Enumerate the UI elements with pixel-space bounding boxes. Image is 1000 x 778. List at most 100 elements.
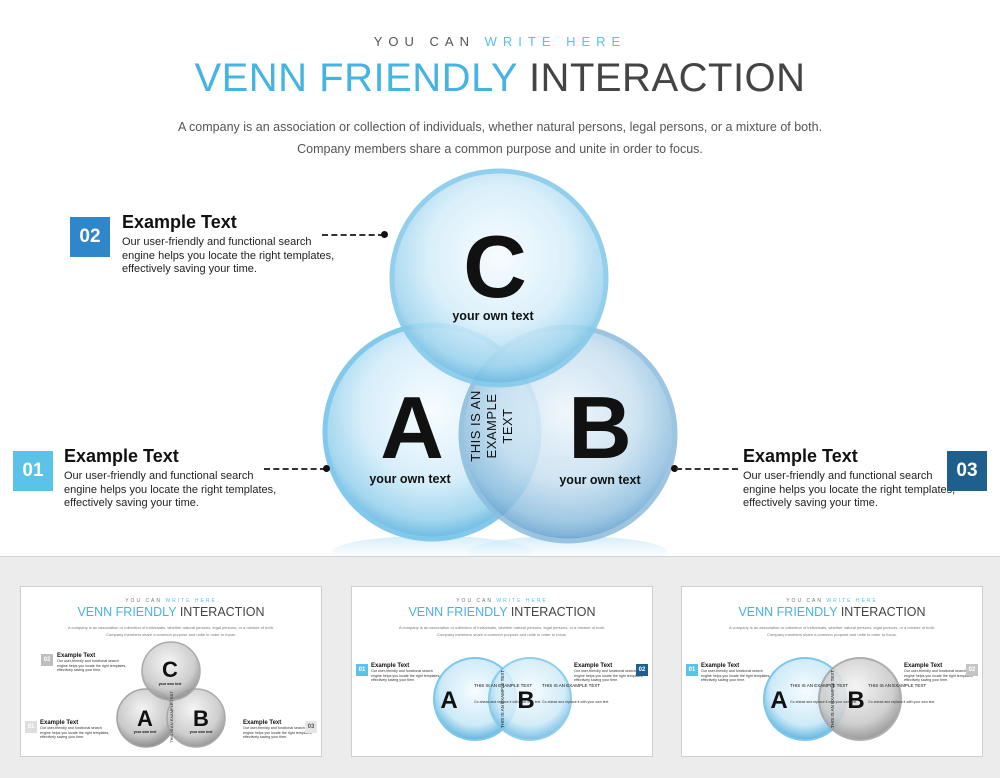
thumb3-subtitle: A company is an association or collectio… bbox=[728, 625, 936, 637]
thumb3-circle-b bbox=[818, 657, 902, 741]
thumbnail-gray-three[interactable]: YOU CAN WRITE HERE VENN FRIENDLY INTERAC… bbox=[20, 586, 322, 757]
thumb2-side-a-body: Go ahead and replace it with your own te… bbox=[474, 700, 540, 704]
thumb1-title-part1: VENN FRIENDLY bbox=[77, 605, 177, 619]
thumb1-letter-a: A bbox=[137, 706, 153, 731]
thumb3-kicker: YOU CAN WRITE HERE bbox=[682, 598, 982, 604]
title-part1: VENN FRIENDLY bbox=[194, 56, 518, 100]
thumb2-callout-01-heading: Example Text bbox=[371, 663, 410, 669]
thumb3-side-a: THIS IS AN EXAMPLE TEXT bbox=[790, 683, 848, 688]
thumb1-badge-02: 02 bbox=[41, 654, 53, 666]
callout-02-heading: Example Text bbox=[122, 212, 237, 232]
venn-diagram: A your own text B your own text C your o… bbox=[322, 168, 678, 556]
thumb3-badge-02: 02 bbox=[966, 664, 978, 676]
thumb1-callout-02-body: Our user-friendly and functional search … bbox=[57, 659, 127, 673]
callout-02: Example Text Our user-friendly and funct… bbox=[122, 212, 337, 277]
thumb3-title: VENN FRIENDLY INTERACTION bbox=[682, 605, 982, 619]
connector-01-dot bbox=[323, 465, 330, 472]
thumb1-caption-a: your own text bbox=[134, 730, 158, 734]
connector-02-dot bbox=[381, 231, 388, 238]
thumb2-side-a: THIS IS AN EXAMPLE TEXT bbox=[474, 683, 532, 688]
thumb2-venn: A B THIS IS AN EXAMPLE TEXT Go ahead and… bbox=[433, 657, 608, 741]
connector-03-dot bbox=[671, 465, 678, 472]
thumb3-side-b-body: Go ahead and replace it with your own te… bbox=[868, 700, 934, 704]
overlap-text: THIS IS AN EXAMPLE TEXT bbox=[468, 390, 515, 461]
badge-03: 03 bbox=[947, 451, 987, 491]
thumb2-subtitle: A company is an association or collectio… bbox=[398, 625, 606, 637]
letter-c: C bbox=[463, 217, 527, 316]
overlap-line3: TEXT bbox=[500, 408, 515, 443]
thumb1-overlap: THIS IS AN EXAMPLE TEXT bbox=[169, 691, 174, 743]
thumb2-overlap: THIS IS AN EXAMPLE TEXT bbox=[500, 670, 505, 728]
caption-a: your own text bbox=[369, 472, 451, 486]
slide-subtitle: A company is an association or collectio… bbox=[177, 120, 823, 156]
thumb3-callout-02-body: Our user-friendly and functional search … bbox=[904, 669, 974, 683]
callout-03: Example Text Our user-friendly and funct… bbox=[743, 446, 958, 511]
thumb3-callout-01-body: Our user-friendly and functional search … bbox=[701, 669, 771, 683]
callout-01-body: Our user-friendly and functional search … bbox=[64, 470, 277, 509]
callout-01-heading: Example Text bbox=[64, 446, 179, 466]
thumb3-side-b: THIS IS AN EXAMPLE TEXT bbox=[868, 683, 926, 688]
thumb1-title-part2: INTERACTION bbox=[179, 605, 265, 619]
reflection-b bbox=[468, 536, 668, 556]
thumb1-callout-01-body: Our user-friendly and functional search … bbox=[40, 726, 110, 740]
thumb2-circle-b bbox=[488, 657, 572, 741]
thumbnail-blue-two[interactable]: YOU CAN WRITE HERE VENN FRIENDLY INTERAC… bbox=[351, 586, 653, 757]
title-part2: INTERACTION bbox=[528, 56, 806, 100]
thumb2-title-part2: INTERACTION bbox=[510, 605, 596, 619]
thumb3-kicker-part1: YOU CAN bbox=[786, 598, 823, 604]
thumb1-letter-b: B bbox=[193, 706, 209, 731]
thumb2-callout-02-heading: Example Text bbox=[574, 663, 613, 669]
caption-c: your own text bbox=[452, 309, 534, 323]
thumb1-callout-01-heading: Example Text bbox=[40, 720, 79, 726]
thumb1-title: VENN FRIENDLY INTERACTION bbox=[21, 605, 321, 619]
thumb2-kicker: YOU CAN WRITE HERE bbox=[352, 598, 652, 604]
thumb2-letter-b: B bbox=[517, 687, 534, 714]
thumb2-badge-01: 01 bbox=[356, 664, 368, 676]
callout-01: Example Text Our user-friendly and funct… bbox=[64, 446, 279, 511]
thumb1-letter-c: C bbox=[162, 657, 178, 682]
thumb1-circle-b bbox=[166, 688, 226, 748]
thumb2-letter-a: A bbox=[440, 687, 457, 714]
connector-01 bbox=[264, 468, 326, 470]
slide-title: VENN FRIENDLY INTERACTION bbox=[0, 56, 1000, 101]
thumb3-kicker-part2: WRITE HERE bbox=[826, 598, 878, 604]
thumb1-kicker-part1: YOU CAN bbox=[125, 598, 162, 604]
kicker-part1: YOU CAN bbox=[373, 34, 475, 49]
circle-c bbox=[389, 168, 609, 388]
thumb3-overlap: THIS IS AN EXAMPLE TEXT bbox=[830, 670, 835, 728]
thumb3-callout-01-heading: Example Text bbox=[701, 663, 740, 669]
badge-01: 01 bbox=[13, 451, 53, 491]
thumb1-kicker-part2: WRITE HERE bbox=[165, 598, 217, 604]
callout-03-body: Our user-friendly and functional search … bbox=[743, 470, 956, 509]
thumb1-callout-03-body: Our user-friendly and functional search … bbox=[243, 726, 313, 740]
thumb1-caption-b: your own text bbox=[190, 730, 214, 734]
thumb2-side-b: THIS IS AN EXAMPLE TEXT bbox=[542, 683, 600, 688]
connector-03 bbox=[676, 468, 738, 470]
thumb3-letter-a: A bbox=[770, 687, 787, 714]
thumb1-badge-03: 03 bbox=[305, 721, 317, 733]
thumb2-title: VENN FRIENDLY INTERACTION bbox=[352, 605, 652, 619]
thumb3-letter-b: B bbox=[847, 687, 864, 714]
thumb1-caption-c: your own text bbox=[159, 682, 183, 686]
thumb3-badge-01: 01 bbox=[686, 664, 698, 676]
thumb1-venn: A B C your own text your own text your o… bbox=[116, 641, 226, 748]
main-slide: YOU CAN WRITE HERE VENN FRIENDLY INTERAC… bbox=[0, 0, 1000, 557]
thumb1-badge-01: 01 bbox=[25, 721, 37, 733]
thumb1-kicker: YOU CAN WRITE HERE bbox=[21, 598, 321, 604]
thumb2-callout-02-body: Our user-friendly and functional search … bbox=[574, 669, 644, 683]
thumb3-venn: A B THIS IS AN EXAMPLE TEXT Go ahead and… bbox=[763, 657, 934, 741]
kicker: YOU CAN WRITE HERE bbox=[0, 34, 1000, 49]
letter-b: B bbox=[568, 378, 632, 477]
thumb1-callout-03-heading: Example Text bbox=[243, 720, 282, 726]
thumb3-side-a-body: Go ahead and replace it with your own te… bbox=[790, 700, 856, 704]
thumbnail-blue-gray-two[interactable]: YOU CAN WRITE HERE VENN FRIENDLY INTERAC… bbox=[681, 586, 983, 757]
thumb2-badge-02: 02 bbox=[636, 664, 648, 676]
connector-02 bbox=[322, 234, 384, 236]
